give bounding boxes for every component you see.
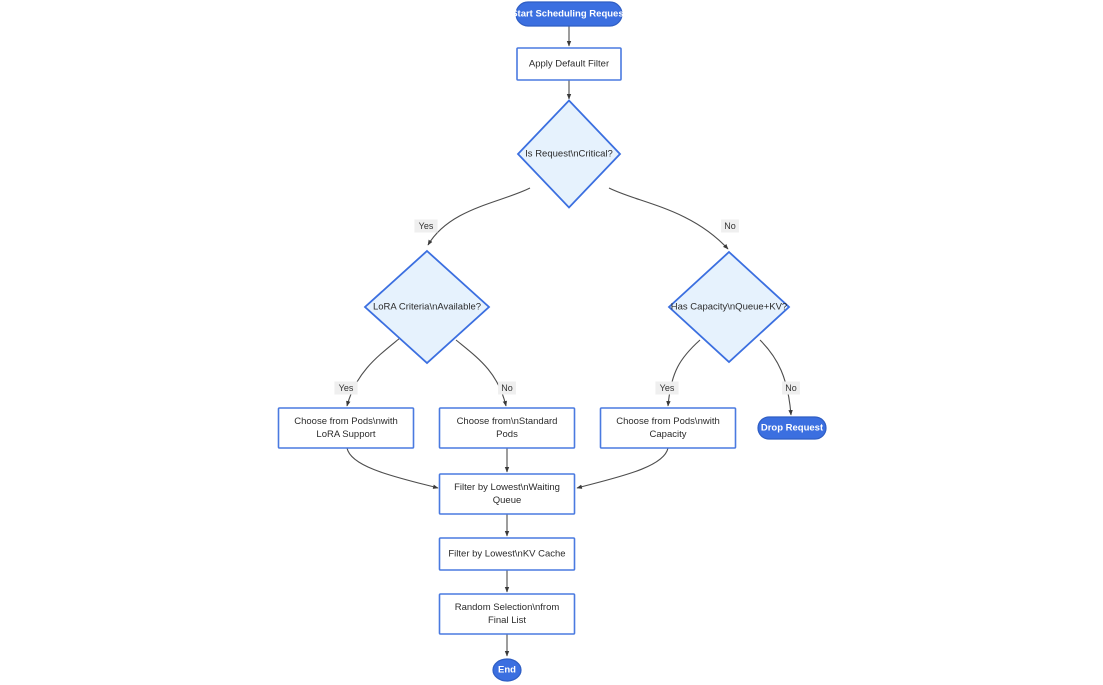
node-shape-diamond (667, 250, 791, 364)
node-shape-rect (438, 473, 576, 515)
edge-label-background (721, 219, 739, 233)
node-label-text: Filter by Lowest\nWaiting (454, 482, 560, 493)
node-shape-rect (438, 537, 576, 571)
node-label-text: Is Request\nCritical? (525, 149, 613, 160)
edge-label-background (414, 219, 438, 233)
flow-edge (346, 337, 401, 407)
node-label-text: Final List (488, 615, 526, 626)
flow-edge (576, 447, 669, 489)
flow-edge (346, 447, 439, 489)
flow-edge (455, 339, 508, 407)
edge-label-background (655, 381, 679, 395)
edge-label-text: No (501, 383, 513, 393)
node-label-text: Choose from Pods\nwith (294, 416, 398, 427)
edge-label-text: Yes (419, 221, 434, 231)
flow-node-start[interactable]: Start Scheduling Request (511, 1, 628, 27)
edge-label-e-capacity-yes: Yes (655, 381, 679, 395)
flow-node-apply_default_filter[interactable]: Apply Default Filter (516, 47, 622, 81)
node-label-text: Apply Default Filter (529, 59, 609, 70)
flow-node-has_capacity[interactable]: Has Capacity\nQueue+KV? (667, 250, 791, 364)
flow-node-filter_kv_cache[interactable]: Filter by Lowest\nKV Cache (438, 537, 576, 571)
node-shape-rect (438, 593, 576, 635)
node-label-text: Filter by Lowest\nKV Cache (448, 549, 565, 560)
node-label-text: Capacity (650, 429, 687, 440)
flow-node-end[interactable]: End (492, 658, 522, 682)
node-shape-rect (516, 47, 622, 81)
edge-label-e-critical-no: No (721, 219, 739, 233)
node-shape-pill (757, 416, 827, 440)
flow-edge (608, 187, 729, 250)
edge-label-e-critical-yes: Yes (414, 219, 438, 233)
node-label-text: Choose from Pods\nwith (616, 416, 720, 427)
node-label-text: Choose from\nStandard (457, 416, 558, 427)
node-label-text: Start Scheduling Request (511, 9, 627, 20)
edge-label-e-capacity-no: No (782, 381, 800, 395)
edge-label-background (498, 381, 516, 395)
edge-label-text: Yes (660, 383, 675, 393)
flow-node-drop_request[interactable]: Drop Request (757, 416, 827, 440)
node-shape-ellipse (492, 658, 522, 682)
node-shape-rect (277, 407, 415, 449)
node-label-text: Queue (493, 495, 522, 506)
flow-node-is_request_critical[interactable]: Is Request\nCritical? (516, 99, 622, 209)
node-shape-diamond (516, 99, 622, 209)
edges-layer (346, 26, 793, 657)
edge-label-text: No (785, 383, 797, 393)
node-label-text: Random Selection\nfrom (455, 602, 560, 613)
flow-edge (759, 339, 793, 416)
node-label-text: Has Capacity\nQueue+KV? (671, 302, 787, 313)
flow-edge (427, 187, 531, 246)
edge-label-text: No (724, 221, 736, 231)
edge-label-text: Yes (339, 383, 354, 393)
node-shape-rect (438, 407, 576, 449)
edge-label-background (334, 381, 358, 395)
node-label-text: LoRA Criteria\nAvailable? (373, 302, 481, 313)
node-label-text: End (498, 665, 516, 676)
node-shape-rect (599, 407, 737, 449)
edge-label-background (782, 381, 800, 395)
flow-edge (666, 339, 701, 407)
node-label-text: LoRA Support (316, 429, 376, 440)
flow-node-lora_criteria_available[interactable]: LoRA Criteria\nAvailable? (363, 249, 491, 365)
node-label-text: Pods (496, 429, 518, 440)
edge-label-e-lora-yes: Yes (334, 381, 358, 395)
node-label-text: Drop Request (761, 423, 824, 434)
node-shape-diamond (363, 249, 491, 365)
edge-label-e-lora-no: No (498, 381, 516, 395)
node-shape-pill (515, 1, 623, 27)
